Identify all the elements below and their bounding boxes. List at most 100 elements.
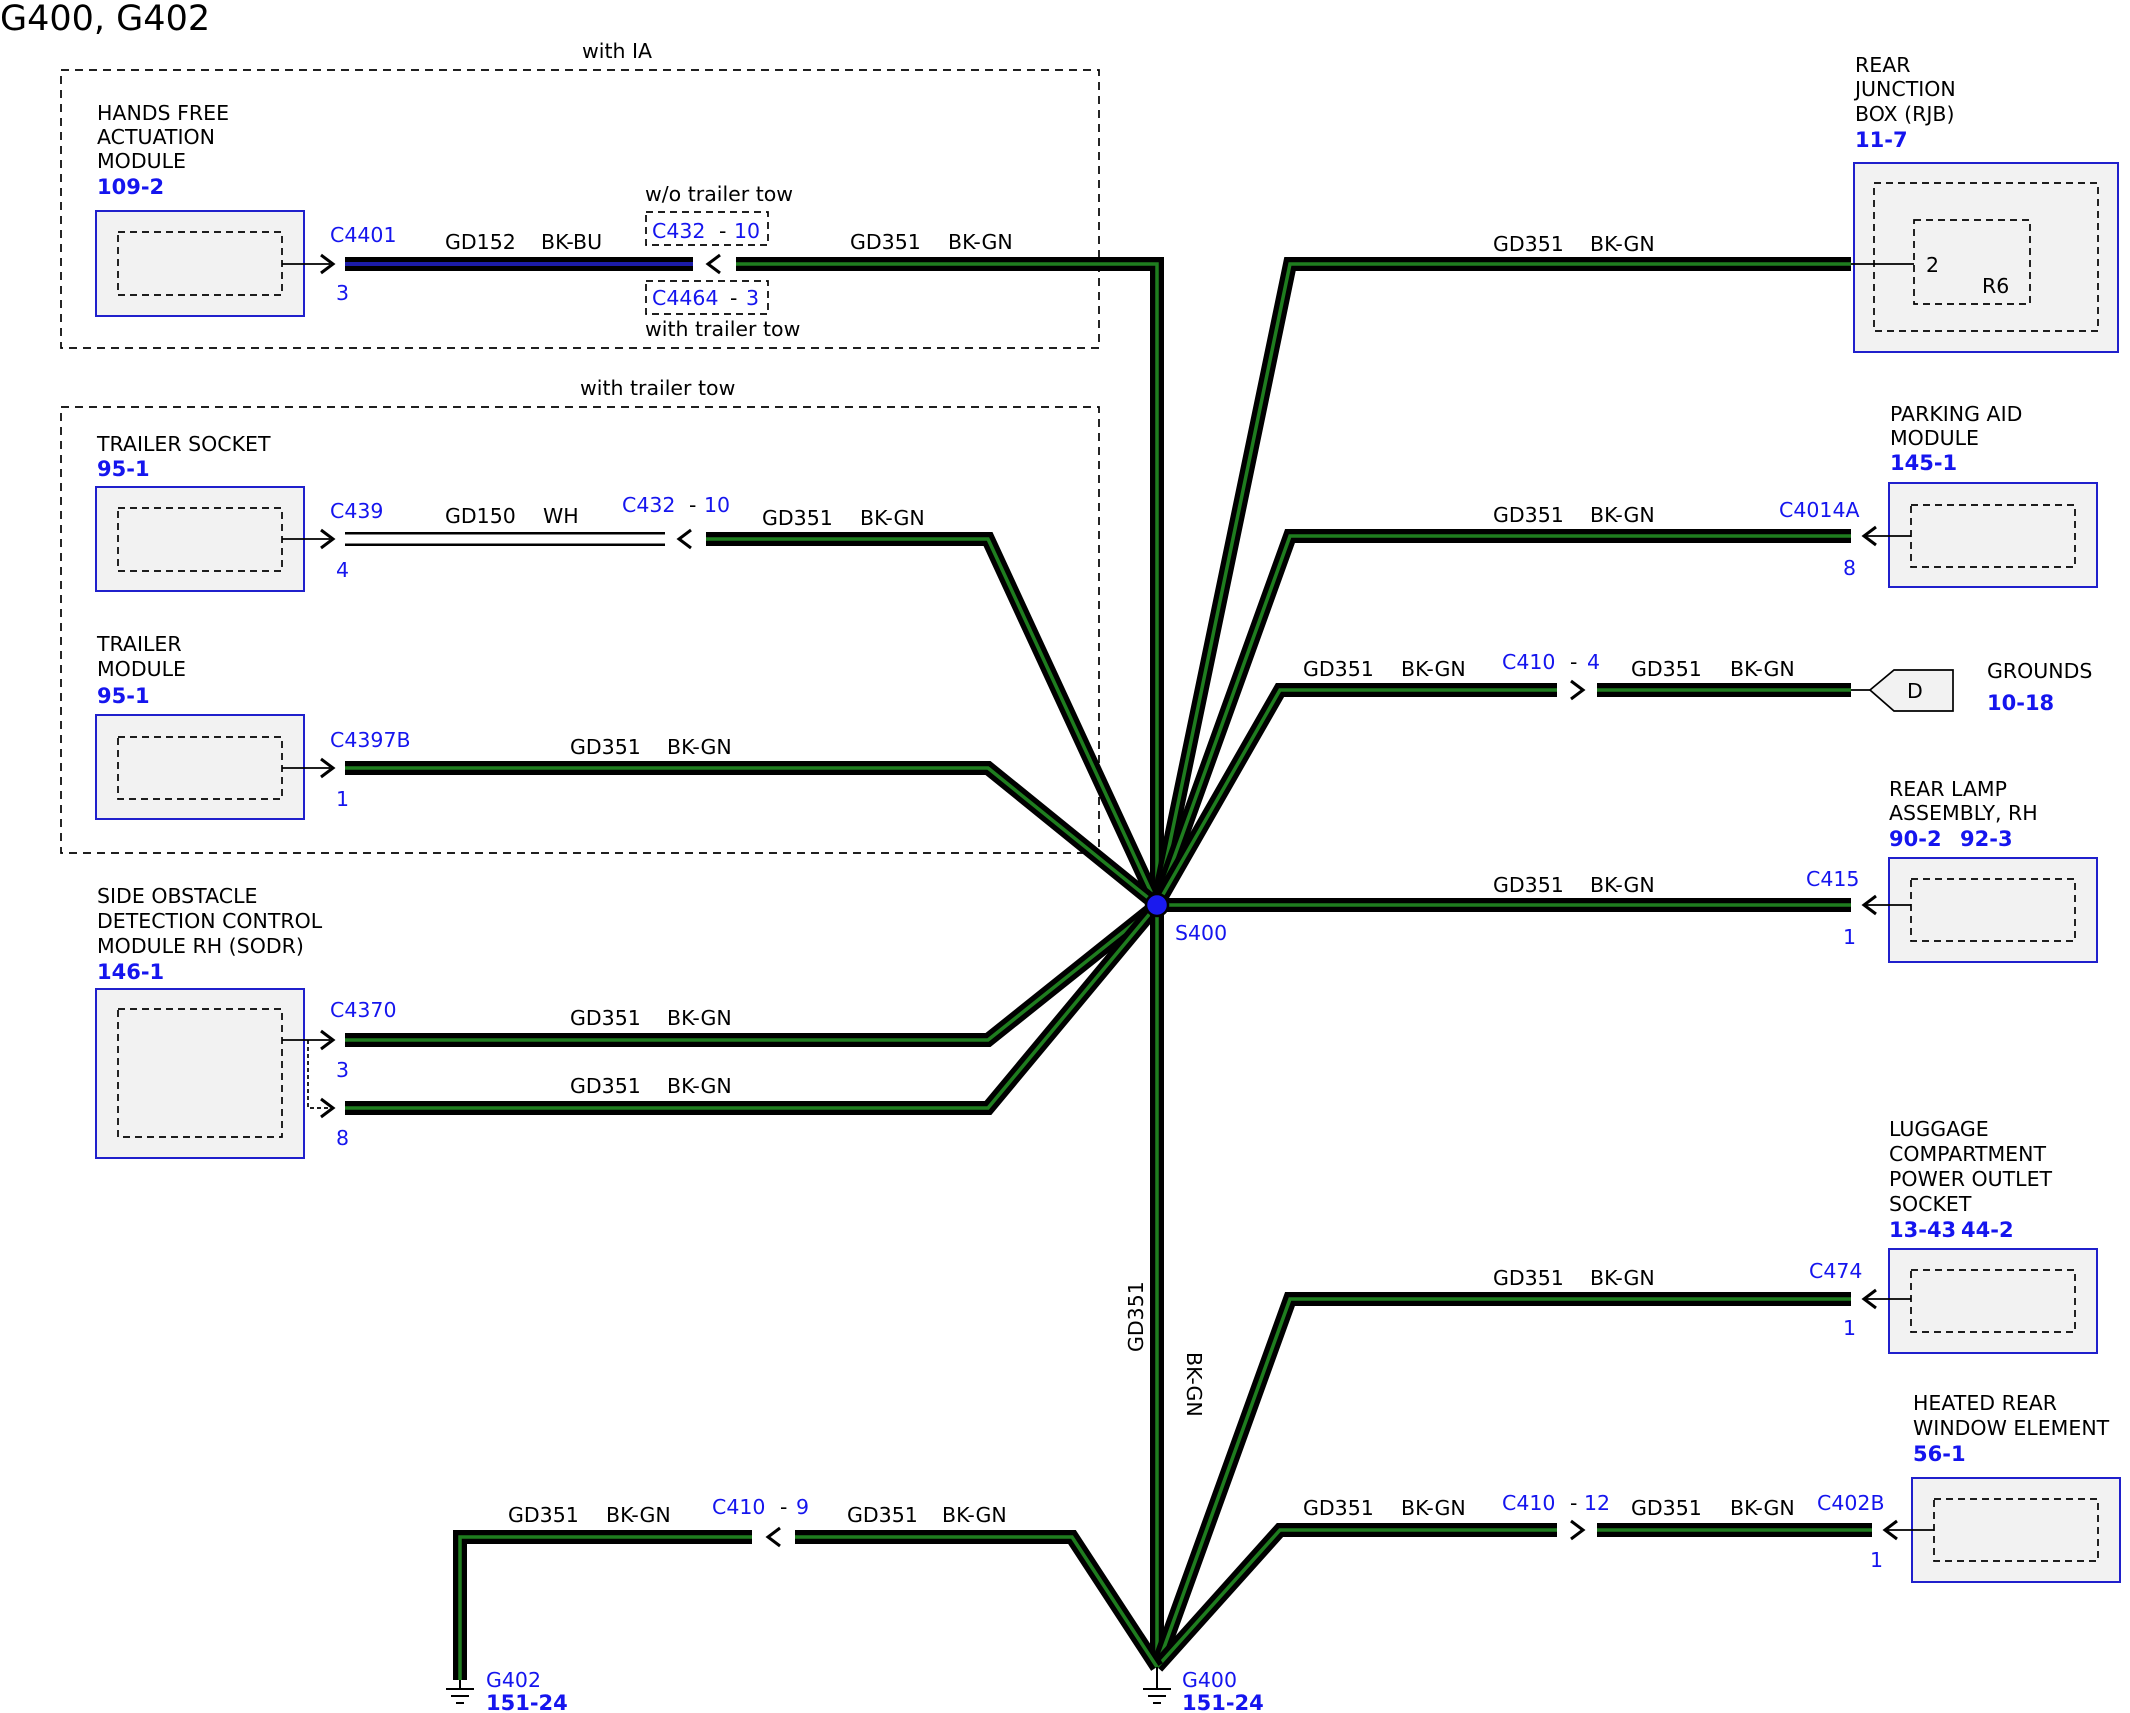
component-box (1853, 162, 2119, 353)
grounds-reference-tag[interactable] (1868, 669, 1954, 712)
inline-connector-box (645, 280, 769, 315)
wire-g400-luggage (1150, 1292, 1851, 1670)
component-inner (1910, 1269, 2076, 1333)
wire-circuit-label: GD351 (850, 230, 921, 254)
pin-number: 8 (1843, 556, 1856, 580)
wire-color-label: BK-GN (942, 1503, 1007, 1527)
connector-id: C4401 (330, 223, 397, 247)
wire-color-label: BK-GN (948, 230, 1013, 254)
wire-circuit-label: GD351 (1303, 657, 1374, 681)
wire-harness (345, 257, 1872, 1680)
component-label: MODULE (97, 149, 186, 173)
component-label: SIDE OBSTACLE (97, 884, 257, 908)
wire-circuit-label: GD351 (1631, 657, 1702, 681)
component-label: POWER OUTLET (1889, 1167, 2053, 1191)
ground-icon (446, 1680, 474, 1704)
page-reference[interactable]: 95-1 (97, 684, 150, 708)
page-reference[interactable]: 151-24 (1182, 1691, 1264, 1713)
wire-circuit-label: GD351 (1493, 1266, 1564, 1290)
wire-color-label: BK-GN (667, 1006, 732, 1030)
rear-junction-box[interactable]: REAR JUNCTION BOX (RJB) 11-7 2 R6 (1853, 53, 2119, 353)
wire-circuit-label: GD152 (445, 230, 516, 254)
ground-id: G400 (1182, 1668, 1237, 1692)
page-reference[interactable]: 92-3 (1960, 827, 2013, 851)
page-reference[interactable]: 56-1 (1913, 1442, 1966, 1466)
inline-label: w/o trailer tow (645, 182, 793, 206)
wire-color-label: BK-GN (1401, 657, 1466, 681)
component-label: HANDS FREE (97, 101, 229, 125)
page-reference[interactable]: 90-2 (1889, 827, 1942, 851)
wire-color-label: BK-BU (541, 230, 602, 254)
hands-free-actuation-module[interactable]: HANDS FREE ACTUATION MODULE 109-2 (95, 101, 305, 317)
wire-hfam-s400 (736, 257, 1164, 905)
trailer-socket[interactable]: TRAILER SOCKET 95-1 (95, 432, 305, 592)
luggage-compartment-power-outlet[interactable]: LUGGAGE COMPARTMENT POWER OUTLET SOCKET … (1888, 1117, 2098, 1354)
side-obstacle-detection-module[interactable]: SIDE OBSTACLE DETECTION CONTROL MODULE R… (95, 884, 323, 1159)
wire-color-label: BK-GN (1182, 1352, 1206, 1417)
rear-lamp-assembly-rh[interactable]: REAR LAMP ASSEMBLY, RH 90-2 92-3 (1888, 777, 2098, 963)
connector-dash: - (1570, 1491, 1577, 1515)
parking-aid-module[interactable]: PARKING AID MODULE 145-1 (1888, 402, 2098, 588)
ground-icon (1143, 1667, 1171, 1704)
component-inner (1913, 219, 2031, 305)
wire-circuit-label: GD351 (1124, 1281, 1148, 1352)
component-label: REAR (1855, 53, 1910, 77)
page-reference[interactable]: 13-43 (1889, 1218, 1956, 1242)
component-label: TRAILER (96, 632, 182, 656)
group-with-ia-label: with IA (582, 39, 652, 63)
wire-circuit-label: GD351 (1493, 503, 1564, 527)
connector-id: C410 (712, 1495, 765, 1519)
wire-circuit-label: GD351 (1303, 1496, 1374, 1520)
pin-number: 1 (336, 787, 349, 811)
trailer-module[interactable]: TRAILER MODULE 95-1 (95, 632, 305, 820)
component-inner-label: R6 (1982, 274, 2009, 298)
component-label: GROUNDS (1987, 659, 2092, 683)
page-reference[interactable]: 44-2 (1961, 1218, 2014, 1242)
connector-id: C432 (622, 493, 675, 517)
component-box (1888, 857, 2098, 963)
component-label: JUNCTION (1853, 77, 1956, 101)
wire-circuit-label: GD351 (508, 1503, 579, 1527)
wire-circuit-label: GD351 (1493, 873, 1564, 897)
page-reference[interactable]: 151-24 (486, 1691, 568, 1713)
connector-id: C415 (1806, 867, 1859, 891)
pin-number: 3 (336, 281, 349, 305)
page-reference[interactable]: 95-1 (97, 457, 150, 481)
component-label: SOCKET (1889, 1192, 1972, 1216)
splice-id: S400 (1175, 921, 1227, 945)
component-label: MODULE (97, 657, 186, 681)
connector-id: C402B (1817, 1491, 1885, 1515)
wire-color-label: BK-GN (1590, 503, 1655, 527)
component-box (1911, 1477, 2121, 1583)
connector-id: C4014A (1779, 498, 1860, 522)
pin-lead (307, 1040, 330, 1109)
heated-rear-window-element[interactable]: HEATED REAR WINDOW ELEMENT 56-1 (1911, 1391, 2121, 1583)
component-box (95, 988, 305, 1159)
page-reference[interactable]: 109-2 (97, 175, 164, 199)
ground-g400[interactable]: G400 151-24 (1143, 1667, 1264, 1713)
page-reference[interactable]: 146-1 (97, 960, 164, 984)
wire-color-label: WH (543, 504, 579, 528)
connector-arrow-icon (706, 253, 722, 275)
page-reference[interactable]: 145-1 (1890, 451, 1957, 475)
wire-circuit-label: GD351 (762, 506, 833, 530)
wire-circuit-label: GD351 (570, 1074, 641, 1098)
inline-connector-box (645, 211, 769, 246)
component-box (95, 486, 305, 592)
connector-arrow-icon (766, 1526, 782, 1548)
page-reference[interactable]: 10-18 (1987, 691, 2054, 715)
grounds-tag-letter: D (1907, 679, 1923, 703)
component-inner (1910, 878, 2076, 942)
component-label: WINDOW ELEMENT (1913, 1416, 2110, 1440)
pin-number: 8 (336, 1126, 349, 1150)
splice-s400[interactable] (1144, 892, 1170, 918)
wire-s400-rjb (1150, 257, 1851, 907)
page-reference[interactable]: 11-7 (1855, 128, 1908, 152)
ground-g402[interactable]: G402 151-24 (446, 1668, 568, 1713)
connector-id: C4397B (330, 728, 411, 752)
component-label: PARKING AID (1890, 402, 2022, 426)
pin-number: 1 (1870, 1548, 1883, 1572)
wire-c410-9-g402 (453, 1530, 752, 1680)
wire-color-label: BK-GN (667, 735, 732, 759)
pin-number: 1 (1843, 1316, 1856, 1340)
